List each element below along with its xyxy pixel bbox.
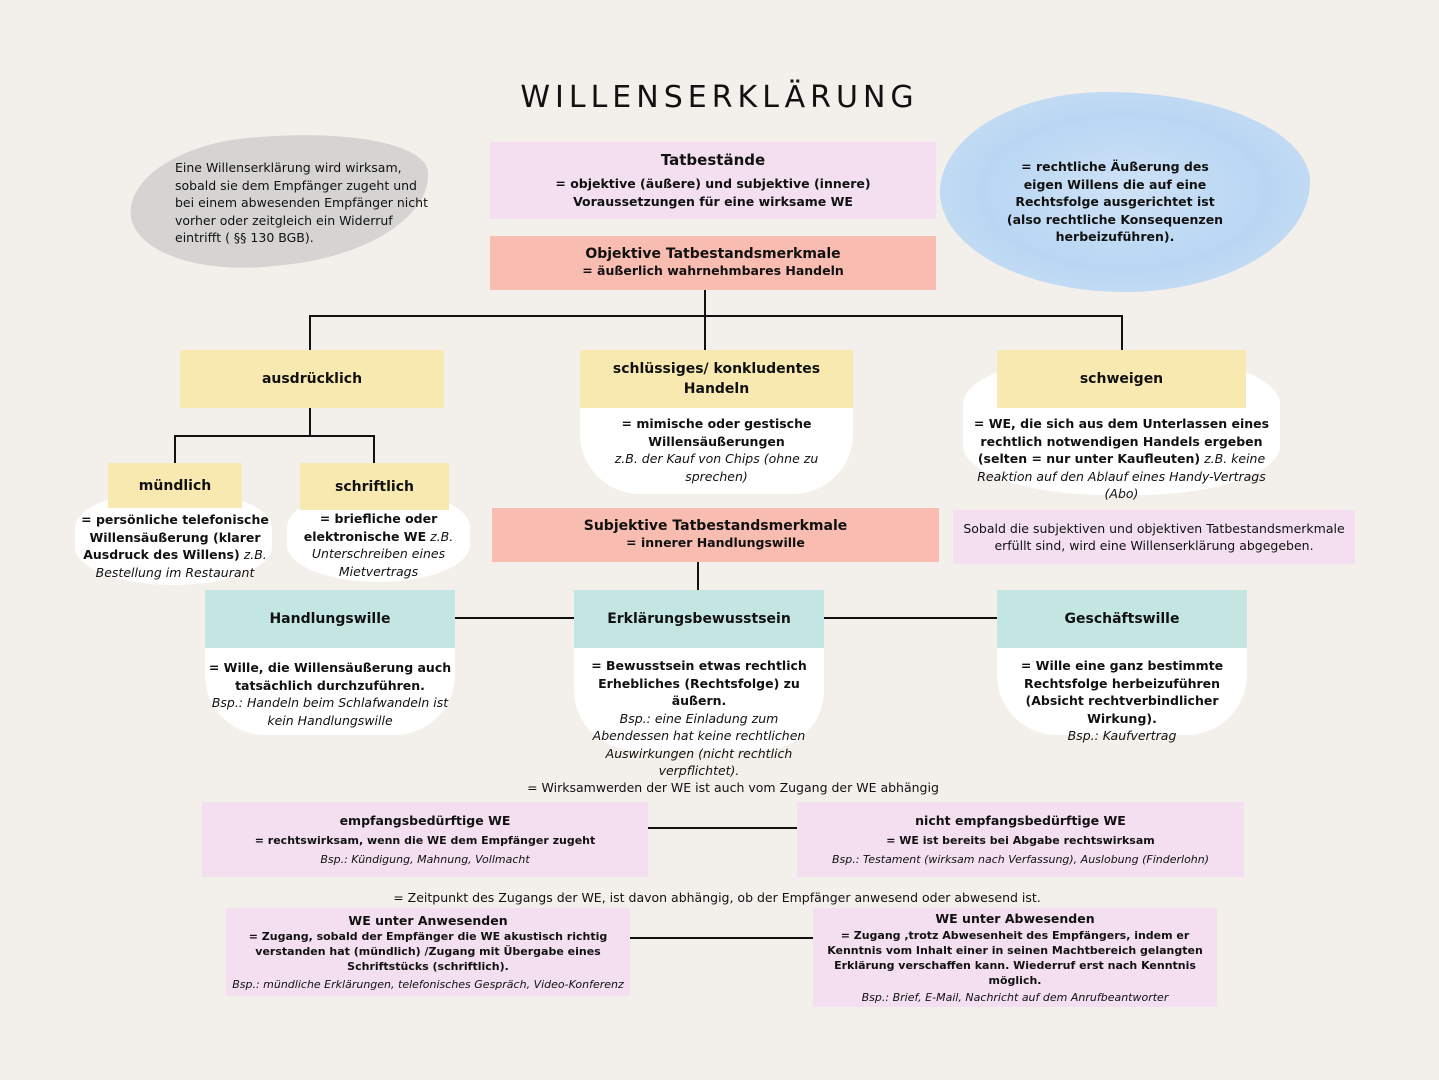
nicht-empfangs-title: nicht empfangsbedürftige WE	[915, 812, 1126, 828]
schluessig-box: schlüssiges/ konkludentes Handeln	[580, 350, 853, 408]
empfangs-example: Bsp.: Kündigung, Mahnung, Vollmacht	[320, 853, 530, 867]
empfangs-title: empfangsbedürftige WE	[339, 812, 511, 828]
handlungswille-example: Bsp.: Handeln beim Schlafwandeln ist kei…	[211, 695, 449, 728]
schweigen-box: schweigen	[997, 350, 1246, 408]
objektiv-box: Objektive Tatbestandsmerkmale = äußerlic…	[490, 236, 936, 290]
abwesend-box: WE unter Abwesenden = Zugang ,trotz Abwe…	[813, 908, 1217, 1007]
abwesend-title: WE unter Abwesenden	[935, 911, 1095, 927]
connector	[704, 290, 706, 350]
erklaerung-text: = Bewusstsein etwas rechtlich Erhebliche…	[574, 657, 824, 780]
connector	[174, 435, 375, 437]
page-title: WILLENSERKLÄRUNG	[520, 80, 919, 115]
erklaerung-bubble	[574, 640, 824, 750]
connector	[630, 937, 813, 939]
ausdruecklich-box: ausdrücklich	[180, 350, 444, 408]
sobald-note: Sobald die subjektiven und objektiven Ta…	[953, 510, 1355, 564]
nicht-empfangs-example: Bsp.: Testament (wirksam nach Verfassung…	[831, 853, 1210, 867]
subjektiv-text: = innerer Handlungswille	[626, 535, 805, 551]
anwesend-title: WE unter Anwesenden	[348, 912, 508, 928]
nicht-empfangs-box: nicht empfangsbedürftige WE = WE ist ber…	[797, 802, 1244, 877]
abwesend-example: Bsp.: Brief, E-Mail, Nachricht auf dem A…	[861, 990, 1169, 1004]
nicht-empfangs-text: = WE ist bereits bei Abgabe rechtswirksa…	[886, 834, 1155, 848]
note-right: = rechtliche Äußerung des eigen Willens …	[1006, 159, 1224, 244]
connector	[648, 827, 797, 829]
geschaeftswille-text: = Wille eine ganz bestimmte Rechtsfolge …	[997, 657, 1247, 745]
erklaerung-definition: = Bewusstsein etwas rechtlich Erhebliche…	[591, 658, 807, 708]
empfangs-text: = rechtswirksam, wenn die WE dem Empfäng…	[254, 834, 596, 848]
handlungswille-text: = Wille, die Willensäußerung auch tatsäc…	[208, 659, 452, 729]
muendlich-definition: = persönliche telefonische Willensäußeru…	[81, 512, 269, 562]
geschaeftswille-example: Bsp.: Kaufvertrag	[1067, 728, 1177, 743]
muendlich-box: mündlich	[108, 463, 242, 508]
blue-watercolor	[940, 92, 1310, 292]
schluessig-definition: = mimische oder gestische Willensäußerun…	[621, 416, 812, 449]
connector	[309, 315, 311, 350]
schluessig-bubble	[580, 400, 853, 494]
connector	[309, 315, 1123, 317]
connector	[455, 617, 574, 619]
note-left: Eine Willenserklärung wird wirksam, soba…	[175, 160, 428, 245]
geschaeftswille-box: Geschäftswille	[997, 590, 1247, 648]
anwesend-text: = Zugang, sobald der Empfänger die WE ak…	[248, 930, 608, 974]
empfangs-box: empfangsbedürftige WE = rechtswirksam, w…	[202, 802, 648, 877]
objektiv-text: = äußerlich wahrnehmbares Handeln	[582, 263, 844, 279]
schluessig-example: z.B. der Kauf von Chips (ohne zu spreche…	[614, 451, 819, 484]
connector	[309, 408, 311, 436]
objektiv-title: Objektive Tatbestandsmerkmale	[585, 246, 841, 263]
muendlich-example: z.B. Bestellung im Restaurant	[95, 547, 267, 580]
subjektiv-title: Subjektive Tatbestandsmerkmale	[583, 518, 848, 535]
connector	[697, 562, 699, 590]
geschaeftswille-bubble	[997, 640, 1247, 735]
abwesend-text: = Zugang ,trotz Abwesenheit des Empfänge…	[827, 928, 1203, 987]
schriftlich-definition: = briefliche oder elektronische WE	[303, 511, 438, 544]
schweigen-definition: = WE, die sich aus dem Unterlassen eines…	[973, 416, 1270, 466]
erklaerung-box: Erklärungsbewusstsein	[574, 590, 824, 648]
tatbestaende-box: Tatbestände = objektive (äußere) und sub…	[490, 142, 936, 219]
connector	[1121, 315, 1123, 350]
schriftlich-box: schriftlich	[300, 463, 449, 510]
tatbestaende-title: Tatbestände	[660, 151, 766, 169]
subjektiv-box: Subjektive Tatbestandsmerkmale = innerer…	[492, 508, 939, 562]
schriftlich-text: = briefliche oder elektronische WE z.B. …	[300, 510, 457, 580]
erklaerung-example: Bsp.: eine Einladung zum Abendessen hat …	[592, 710, 806, 779]
zugang-note: = Wirksamwerden der WE ist auch vom Zuga…	[527, 780, 939, 795]
zeitpunkt-note: = Zeitpunkt des Zugangs der WE, ist davo…	[393, 890, 1041, 905]
schweigen-text: = WE, die sich aus dem Unterlassen eines…	[965, 415, 1278, 503]
handlungswille-box: Handlungswille	[205, 590, 455, 648]
handlungswille-definition: = Wille, die Willensäußerung auch tatsäc…	[208, 660, 452, 693]
schweigen-example: z.B. keine Reaktion auf den Ablauf eines…	[977, 451, 1266, 501]
connector	[373, 435, 375, 463]
connector	[824, 617, 997, 619]
anwesend-example: Bsp.: mündliche Erklärungen, telefonisch…	[232, 978, 624, 992]
schluessig-text: = mimische oder gestische Willensäußerun…	[595, 415, 838, 485]
schriftlich-example: z.B. Unterschreiben eines Mietvertrags	[311, 528, 454, 579]
tatbestaende-text: = objektive (äußere) und subjektive (inn…	[555, 176, 871, 209]
anwesend-box: WE unter Anwesenden = Zugang, sobald der…	[226, 908, 630, 996]
handlungswille-bubble	[205, 640, 455, 735]
geschaeftswille-definition: = Wille eine ganz bestimmte Rechtsfolge …	[1020, 658, 1224, 726]
connector	[174, 435, 176, 463]
muendlich-text: = persönliche telefonische Willensäußeru…	[80, 511, 270, 581]
